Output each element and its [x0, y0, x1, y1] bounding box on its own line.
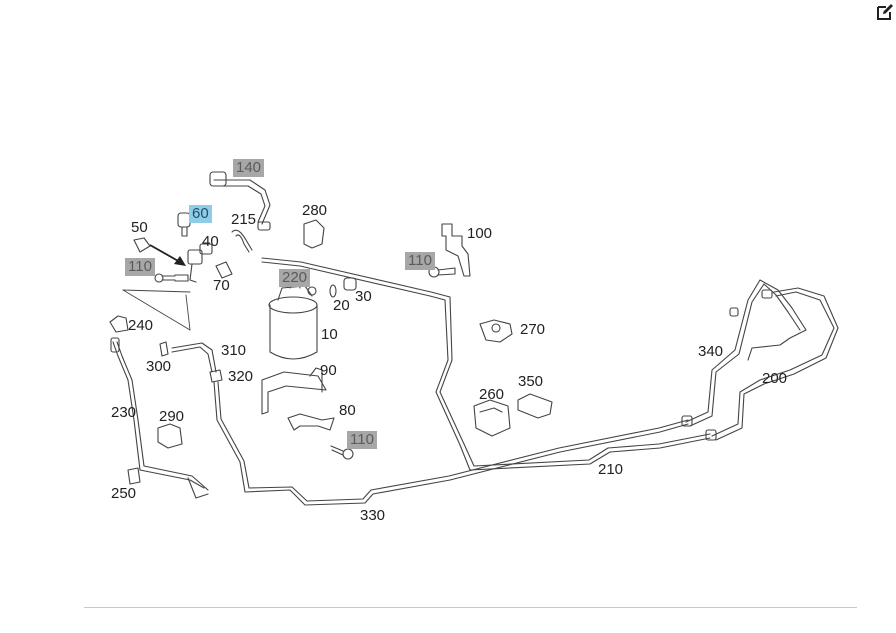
callout-70: 70 — [213, 277, 230, 294]
leader-lines — [122, 289, 191, 331]
callout-110-bottom[interactable]: 110 — [347, 431, 377, 449]
edit-button[interactable] — [876, 3, 894, 21]
part-20-30 — [329, 277, 357, 298]
callout-210: 210 — [598, 461, 624, 478]
callout-240: 240 — [128, 317, 154, 334]
pipe-140 — [209, 171, 271, 231]
callout-270: 270 — [520, 321, 546, 338]
callout-290: 290 — [159, 408, 185, 425]
part-250 — [127, 467, 141, 485]
callout-110-right[interactable]: 110 — [405, 252, 435, 270]
callout-100: 100 — [467, 225, 493, 242]
bracket-90 — [261, 367, 327, 415]
pipe-connectors — [681, 289, 773, 441]
callout-310: 310 — [221, 342, 247, 359]
callout-80: 80 — [339, 402, 356, 419]
part-100 — [441, 223, 471, 277]
bolt-110-a — [154, 273, 189, 283]
part-280 — [303, 219, 325, 249]
hose-215 — [231, 229, 253, 253]
callout-60[interactable]: 60 — [189, 205, 212, 223]
callout-20: 20 — [333, 297, 350, 314]
part-270 — [479, 319, 513, 343]
part-300 — [159, 341, 169, 357]
callout-220[interactable]: 220 — [279, 269, 311, 287]
callout-280: 280 — [302, 202, 328, 219]
pipe-340 — [685, 279, 807, 427]
part-350 — [517, 393, 553, 419]
part-50 — [133, 237, 151, 253]
fuel-filter-10 — [268, 279, 318, 360]
part-40 — [187, 243, 213, 283]
bottom-divider — [84, 607, 857, 608]
callout-40: 40 — [202, 233, 219, 250]
part-260 — [473, 399, 511, 437]
callout-300: 300 — [146, 358, 172, 375]
callout-230: 230 — [111, 404, 137, 421]
callout-50: 50 — [131, 219, 148, 236]
edit-icon — [877, 4, 893, 20]
callout-250: 250 — [111, 485, 137, 502]
callout-330: 330 — [360, 507, 386, 524]
pipe-330 — [213, 381, 689, 506]
callout-110-left[interactable]: 110 — [125, 258, 155, 276]
callout-200: 200 — [762, 370, 788, 387]
arrow-50-to-40 — [149, 244, 186, 266]
bracket-80 — [287, 413, 335, 431]
callout-90: 90 — [320, 362, 337, 379]
bolt-110-c — [330, 445, 354, 460]
part-320 — [209, 369, 223, 383]
part-290 — [157, 423, 183, 449]
pipe-230 — [110, 337, 209, 499]
callout-260: 260 — [479, 386, 505, 403]
callout-10: 10 — [321, 326, 338, 343]
callout-30: 30 — [355, 288, 372, 305]
callout-320: 320 — [228, 368, 254, 385]
callout-340: 340 — [698, 343, 724, 360]
callout-350: 350 — [518, 373, 544, 390]
part-70 — [215, 261, 233, 279]
pipe-200 — [711, 287, 839, 441]
callout-215: 215 — [231, 211, 257, 228]
part-240 — [109, 315, 129, 333]
callout-140[interactable]: 140 — [233, 159, 265, 177]
pipe-210 — [261, 257, 711, 471]
hose-310 — [171, 342, 217, 373]
